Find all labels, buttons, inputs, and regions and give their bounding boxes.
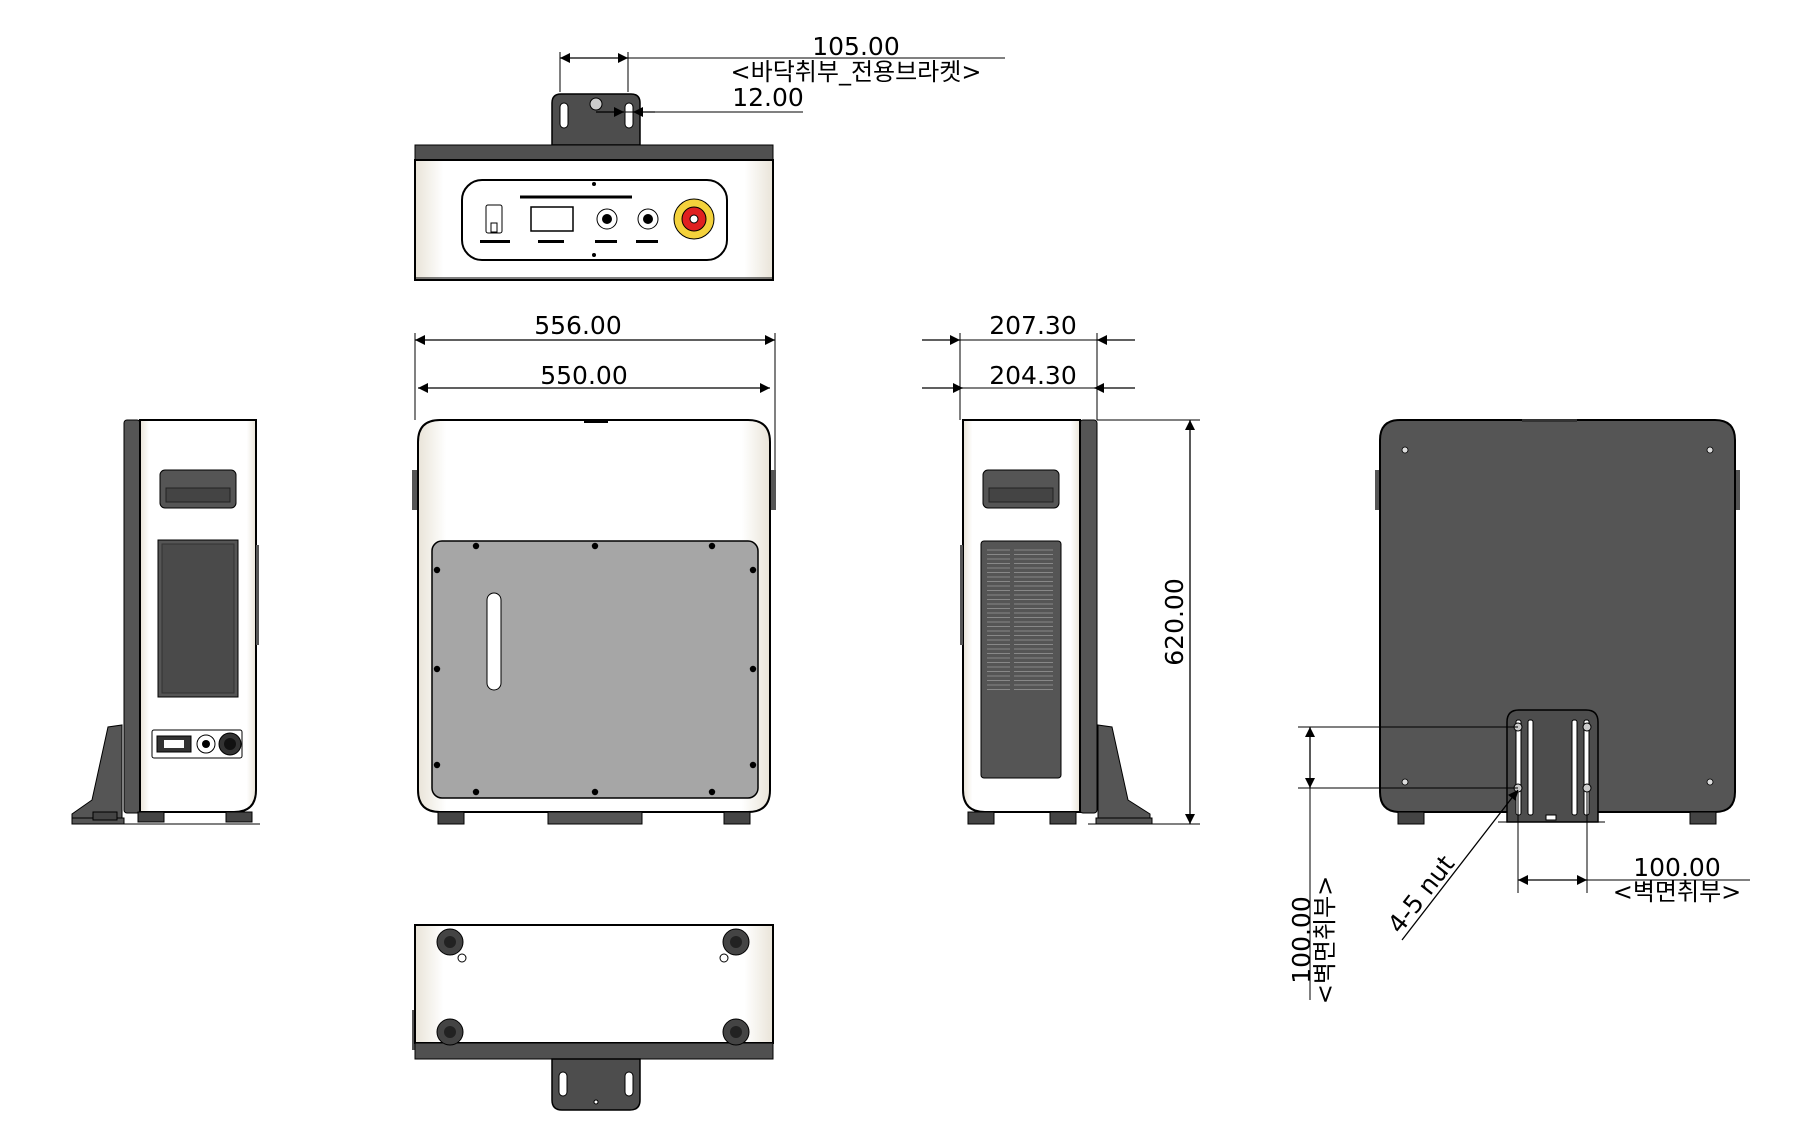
bracket-label: <바닥취부_전용브라켓> <box>731 58 982 86</box>
side-dark-panel <box>123 419 141 814</box>
front-view: 556.00 550.00 <box>412 311 776 1050</box>
body-depth-dimension: 204.30 <box>989 361 1076 390</box>
top-view: 105.00 <바닥취부_전용브라켓> 12.00 <box>414 32 1005 281</box>
floor-bracket <box>551 93 641 146</box>
bottom-view <box>414 924 774 1111</box>
display-icon <box>530 206 574 232</box>
control-panel <box>461 179 728 261</box>
connector-icon <box>602 214 612 224</box>
right-side-view: 207.30 204.30 620.00 <box>922 311 1200 825</box>
horizontal-spacing-label: <벽면취부> <box>1613 878 1742 906</box>
vent-panel <box>980 540 1062 779</box>
foot-icons <box>436 928 750 1046</box>
connector-icon-2 <box>643 214 653 224</box>
rear-view: 100.00 <벽면취부> 100.00 <벽면취부> 4-5 nut <box>1287 419 1750 1004</box>
bottom-body <box>414 924 774 1044</box>
usb-port-icon <box>485 204 503 234</box>
body-width-dimension: 550.00 <box>540 361 627 390</box>
height-dimension: 620.00 <box>1160 578 1189 665</box>
overall-depth-dimension: 207.30 <box>989 311 1076 340</box>
vertical-spacing-label: <벽면취부> <box>1311 876 1339 1005</box>
left-side-view <box>71 419 260 825</box>
nut-callout: 4-5 nut <box>1382 850 1461 939</box>
slot-offset-dimension: 12.00 <box>732 83 804 112</box>
overall-width-dimension: 556.00 <box>534 311 621 340</box>
vertical-spacing-dimension: 100.00 <box>1287 896 1316 983</box>
bracket-width-dimension: 105.00 <box>812 32 899 61</box>
front-access-panel <box>431 540 759 799</box>
horizontal-spacing-dimension: 100.00 <box>1633 853 1720 882</box>
front-window-slot <box>486 592 502 691</box>
